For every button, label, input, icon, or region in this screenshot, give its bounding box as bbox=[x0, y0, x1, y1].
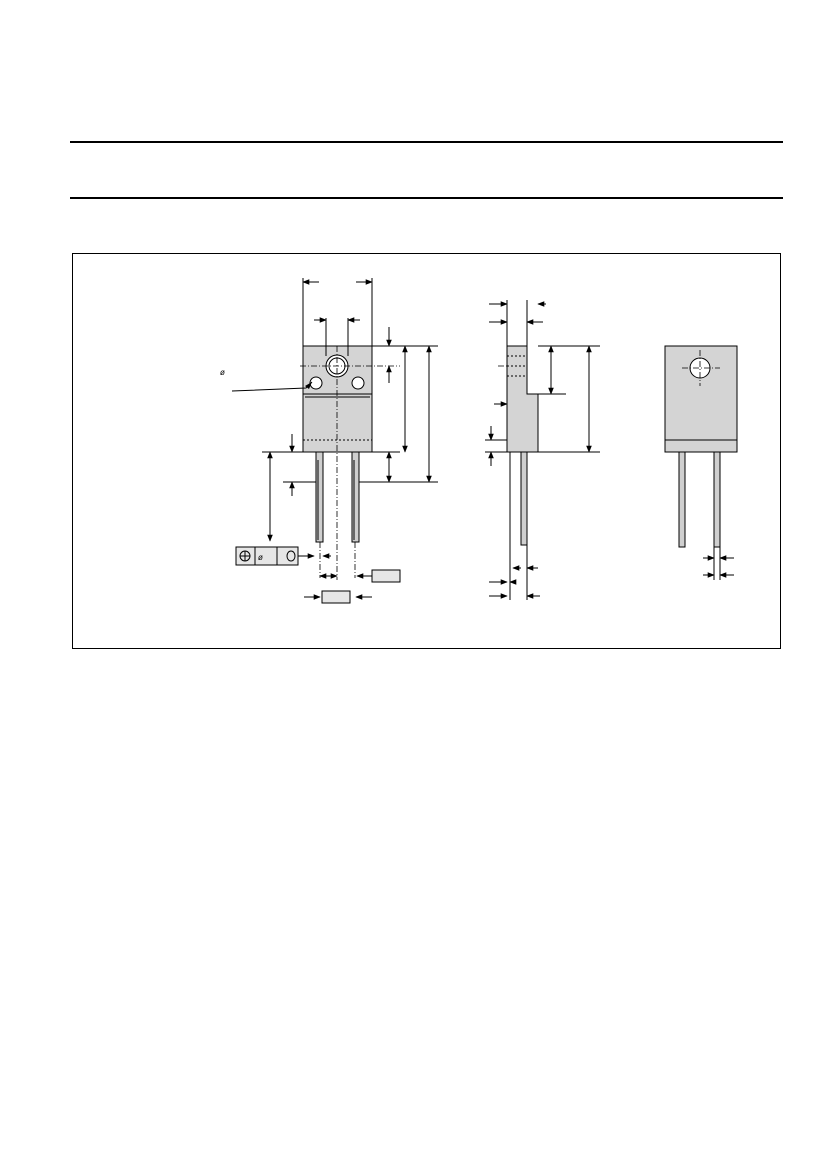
position-tolerance-frame: ø bbox=[235, 546, 299, 566]
rear-lead-left bbox=[678, 451, 686, 548]
side-body bbox=[506, 345, 539, 453]
rear-lead-right bbox=[713, 451, 721, 548]
front-lead-left bbox=[315, 451, 324, 543]
basic-dimension-box-right bbox=[371, 569, 401, 583]
header-rule-bottom bbox=[70, 197, 783, 199]
drawing-frame bbox=[72, 253, 781, 649]
basic-dimension-box-bottom bbox=[321, 590, 351, 604]
ejector-mark-right bbox=[351, 376, 365, 390]
diameter-symbol-label: ø bbox=[220, 368, 225, 377]
front-lead-right bbox=[351, 451, 360, 543]
ejector-mark-left bbox=[309, 376, 323, 390]
side-lead bbox=[520, 451, 528, 546]
side-view bbox=[485, 300, 600, 600]
header-rule-top bbox=[70, 141, 783, 143]
modifier-circle-icon bbox=[286, 550, 296, 562]
rear-view bbox=[664, 345, 738, 580]
tolerance-diameter-symbol: ø bbox=[258, 553, 263, 562]
front-view: ø ø bbox=[220, 278, 438, 604]
